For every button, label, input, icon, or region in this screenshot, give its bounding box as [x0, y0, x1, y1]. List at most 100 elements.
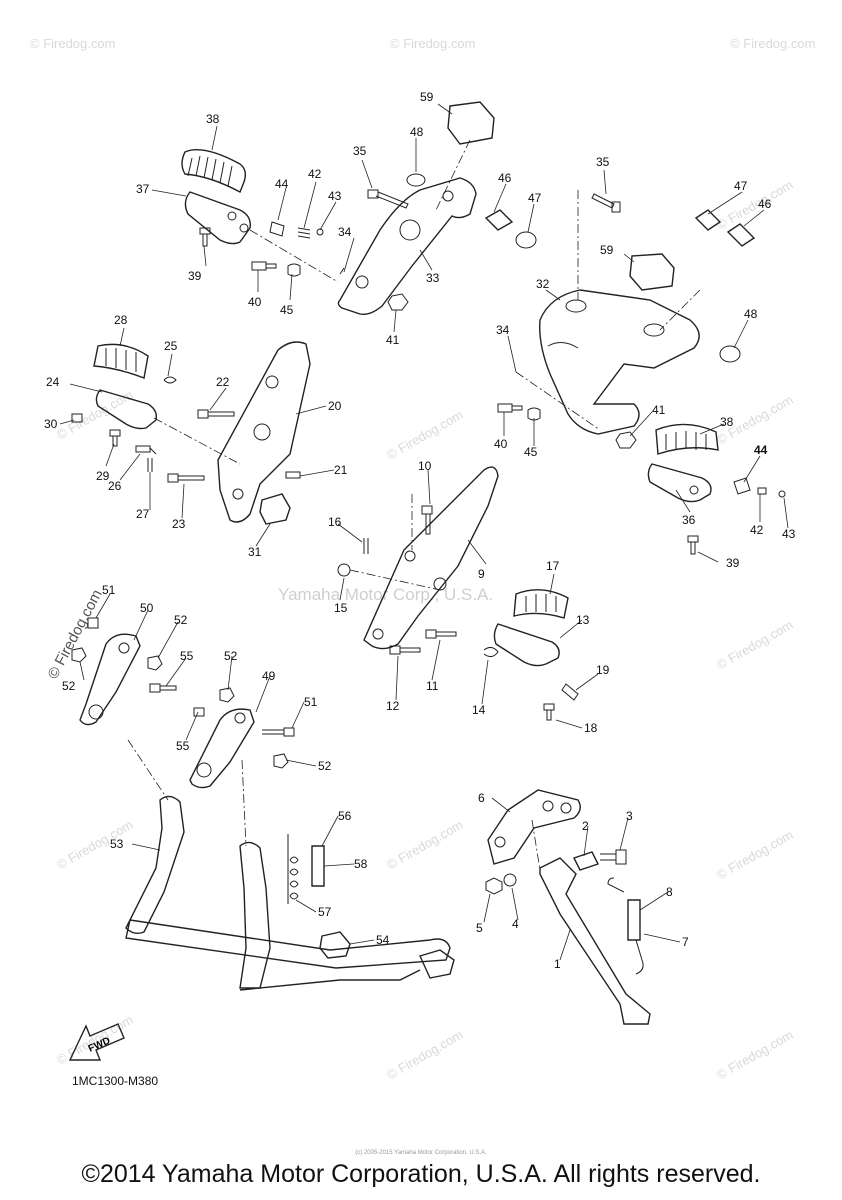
callout-34: 34: [338, 225, 352, 239]
watermark: © Firedog.com: [714, 1027, 796, 1083]
callout-5: 5: [476, 921, 483, 935]
callout-52: 52: [174, 613, 188, 627]
callout-39: 39: [188, 269, 202, 283]
callout-22: 22: [216, 375, 230, 389]
callout-20: 20: [328, 399, 342, 413]
callout-16: 16: [328, 515, 342, 529]
callout-52: 52: [224, 649, 238, 663]
callout-38: 38: [206, 112, 220, 126]
watermark: © Firedog.com: [714, 827, 796, 883]
callout-12: 12: [386, 699, 400, 713]
left-footrest-assembly: [181, 101, 537, 316]
callout-38: 38: [720, 415, 734, 429]
callout-11: 11: [426, 679, 439, 693]
watermark: © Firedog.com: [54, 1012, 136, 1068]
callout-17: 17: [546, 559, 560, 573]
callout-37: 37: [136, 182, 150, 196]
side-stand-assembly: [485, 789, 651, 1025]
main-stand-assembly: [71, 617, 455, 991]
callout-40: 40: [494, 437, 508, 451]
callout-31: 31: [248, 545, 262, 559]
callout-59: 59: [600, 243, 614, 257]
right-rear-footrest-assembly: [337, 466, 579, 721]
watermark: © Firedog.com: [45, 587, 106, 682]
callout-29: 29: [96, 469, 110, 483]
watermark: © Firedog.com: [384, 1027, 466, 1083]
callout-49: 49: [262, 669, 276, 683]
callout-58: 58: [354, 857, 368, 871]
callout-43: 43: [782, 527, 796, 541]
watermark: © Firedog.com: [390, 36, 475, 51]
callout-47: 47: [734, 179, 748, 193]
callout-9: 9: [478, 567, 485, 581]
callout-41: 41: [386, 333, 400, 347]
callout-2: 2: [582, 819, 589, 833]
watermark: © Firedog.com: [714, 177, 796, 233]
callout-26: 26: [108, 479, 122, 493]
callout-51: 51: [102, 583, 116, 597]
callout-3: 3: [626, 809, 633, 823]
watermark: © Firedog.com: [54, 387, 136, 443]
callout-52: 52: [318, 759, 332, 773]
callout-41: 41: [652, 403, 666, 417]
callout-18: 18: [584, 721, 598, 735]
callout-8: 8: [666, 885, 673, 899]
callout-15: 15: [334, 601, 348, 615]
callout-25: 25: [164, 339, 178, 353]
copyright-footer: ©2014 Yamaha Motor Corporation, U.S.A. A…: [81, 1160, 761, 1188]
callout-36: 36: [682, 513, 696, 527]
fine-print: (c) 2005-2015 Yamaha Motor Corporation, …: [355, 1150, 487, 1156]
callout-19: 19: [596, 663, 610, 677]
center-watermark: Yamaha Motor Corp., U.S.A.: [278, 585, 493, 604]
callout-46: 46: [498, 171, 512, 185]
callout-4: 4: [512, 917, 519, 931]
left-rear-footrest-assembly: [71, 341, 311, 525]
callout-6: 6: [478, 791, 485, 805]
callout-48: 48: [744, 307, 758, 321]
callout-55: 55: [180, 649, 194, 663]
callout-13: 13: [576, 613, 590, 627]
callout-35: 35: [596, 155, 610, 169]
callout-34: 34: [496, 323, 510, 337]
callout-52: 52: [62, 679, 76, 693]
callout-45: 45: [280, 303, 294, 317]
watermark: © Firedog.com: [30, 36, 115, 51]
watermark: © Firedog.com: [714, 617, 796, 673]
callout-45: 45: [524, 445, 538, 459]
callout-56: 56: [338, 809, 352, 823]
diagram-code: 1MC1300-M380: [72, 1074, 159, 1088]
callout-54: 54: [376, 933, 390, 947]
callout-46: 46: [758, 197, 772, 211]
callout-24: 24: [46, 375, 60, 389]
callout-30: 30: [44, 417, 58, 431]
callout-50: 50: [140, 601, 154, 615]
callout-42: 42: [308, 167, 322, 181]
watermark: © Firedog.com: [730, 36, 815, 51]
callout-43: 43: [328, 189, 342, 203]
callout-10: 10: [418, 459, 432, 473]
callout-51: 51: [304, 695, 318, 709]
watermark: © Firedog.com: [384, 817, 466, 873]
callout-28: 28: [114, 313, 128, 327]
leader-lines: [59, 103, 789, 961]
callout-44: 44: [754, 443, 768, 457]
callout-48: 48: [410, 125, 424, 139]
right-footrest-assembly: [497, 190, 786, 555]
callout-7: 7: [682, 935, 689, 949]
callout-33: 33: [426, 271, 440, 285]
callout-53: 53: [110, 837, 124, 851]
callout-35: 35: [353, 144, 367, 158]
callout-44: 44: [275, 177, 289, 191]
callout-47: 47: [528, 191, 542, 205]
callout-14: 14: [472, 703, 486, 717]
callout-59: 59: [420, 90, 434, 104]
callout-42: 42: [750, 523, 764, 537]
callout-55: 55: [176, 739, 190, 753]
callout-57: 57: [318, 905, 332, 919]
callout-27: 27: [136, 507, 150, 521]
callout-39: 39: [726, 556, 740, 570]
callout-40: 40: [248, 295, 262, 309]
callouts: 59 38 48 35 35 42 46 47 37 44 43 47 46 3…: [44, 90, 796, 971]
callout-23: 23: [172, 517, 186, 531]
